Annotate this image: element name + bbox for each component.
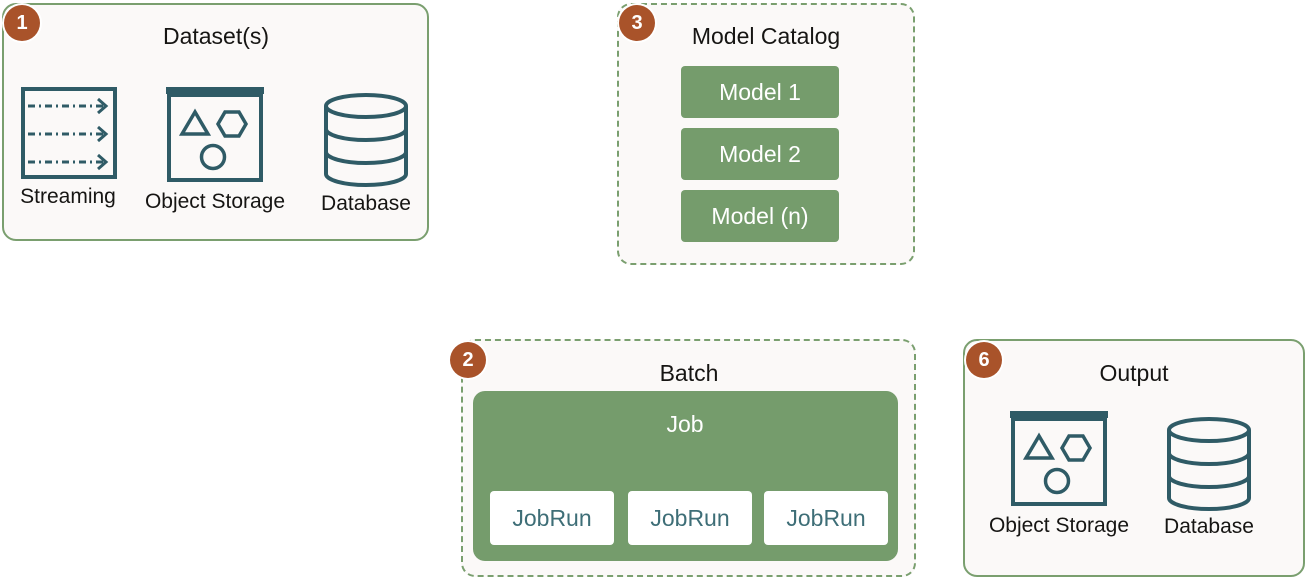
streaming-icon [20, 86, 118, 180]
database-icon [1165, 416, 1253, 512]
step-badge-3: 3 [619, 5, 655, 41]
database-label: Database [321, 192, 411, 215]
model-catalog-title: Model Catalog [691, 23, 841, 49]
jobrun-item: JobRun [628, 491, 752, 545]
model-item: Model 1 [681, 66, 839, 118]
database-label: Database [1164, 515, 1254, 538]
jobrun-item: JobRun [490, 491, 614, 545]
database-icon [322, 92, 410, 188]
jobrun-item: JobRun [764, 491, 888, 545]
job-title: Job [666, 411, 704, 437]
object-storage-icon [1010, 411, 1108, 507]
batch-title: Batch [659, 360, 719, 386]
model-item: Model (n) [681, 190, 839, 242]
step-badge-6: 6 [966, 342, 1002, 378]
streaming-label: Streaming [20, 185, 116, 208]
step-badge-2: 2 [450, 342, 486, 378]
datasets-title: Dataset(s) [162, 23, 270, 49]
datasets-panel [2, 3, 429, 241]
object-storage-label: Object Storage [988, 514, 1130, 537]
step-badge-1: 1 [4, 5, 40, 41]
object-storage-icon [166, 87, 264, 183]
object-storage-label: Object Storage [144, 190, 286, 213]
output-title: Output [1099, 360, 1169, 386]
model-item: Model 2 [681, 128, 839, 180]
